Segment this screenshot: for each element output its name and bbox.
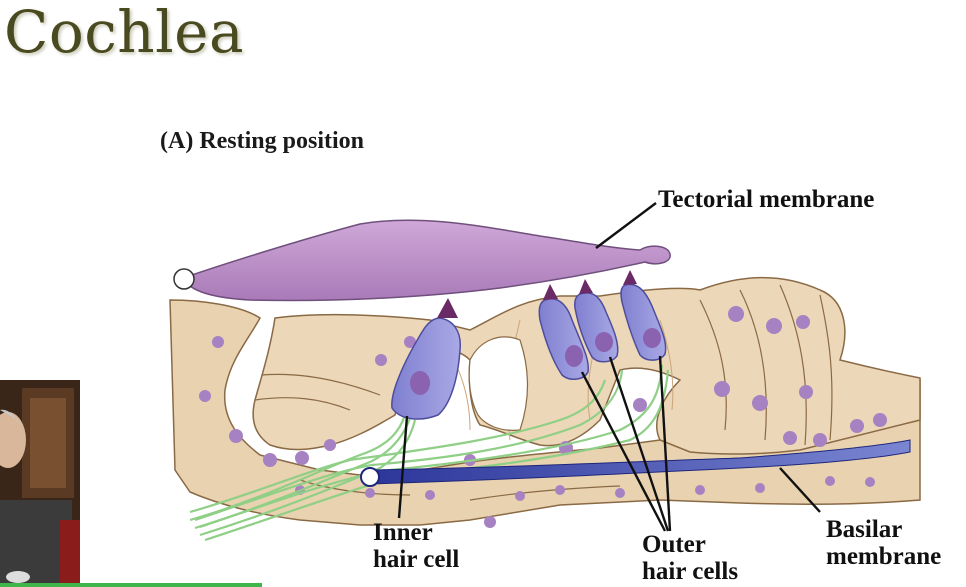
basilar-label-line1: Basilar	[826, 516, 903, 543]
figure-subtitle: (A) Resting position	[160, 128, 365, 154]
presenter-video	[0, 380, 80, 587]
outer-hair-cell	[620, 270, 667, 361]
inner-hair-cell-label: Inner hair cell	[373, 519, 459, 573]
cell-nuclei	[199, 306, 887, 528]
leader-lines	[397, 202, 821, 532]
video-progress-bar	[0, 583, 262, 587]
tectorial-membrane-label: Tectorial membrane	[658, 186, 875, 213]
slide-title: Cochlea	[4, 0, 245, 66]
basilar-label-line2: membrane	[826, 543, 942, 570]
outer-hair-cell	[574, 279, 619, 363]
inner-label-line2: hair cell	[373, 546, 460, 573]
outer-label-line2: hair cells	[642, 558, 739, 585]
outer-label-line1: Outer	[642, 531, 706, 558]
basilar-membrane-label: Basilar membrane	[826, 516, 941, 570]
outer-hair-cell	[538, 284, 590, 380]
webcam-overlay	[0, 380, 80, 587]
inner-label-line1: Inner	[373, 519, 433, 546]
basilar-membrane	[360, 439, 911, 487]
outer-hair-cells	[538, 270, 667, 380]
tectorial-membrane	[173, 219, 671, 302]
inner-hair-cell	[391, 298, 461, 420]
outer-hair-cells-label: Outer hair cells	[642, 531, 738, 585]
